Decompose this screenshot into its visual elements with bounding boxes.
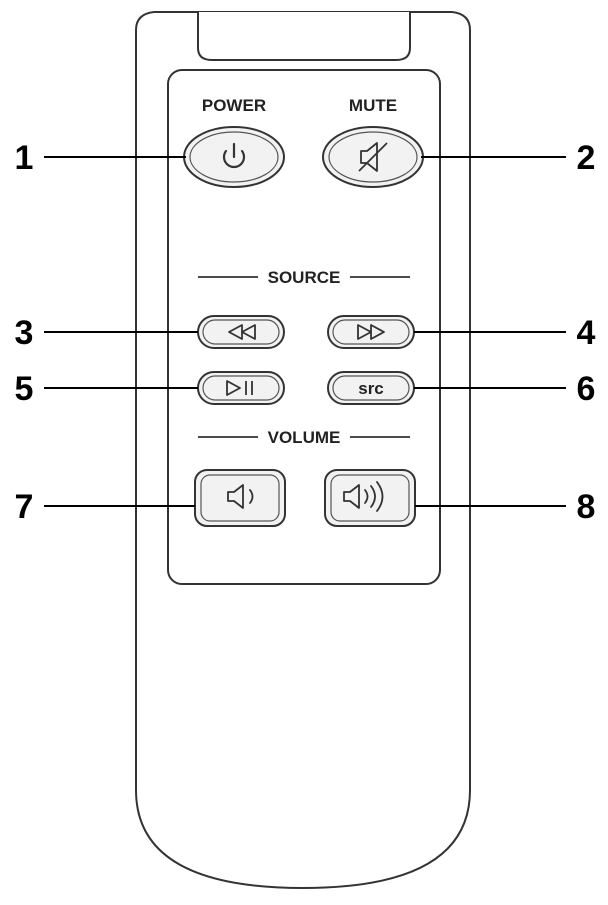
fast-forward-button[interactable] [327,315,415,349]
power-button[interactable] [183,126,285,188]
src-button[interactable]: src [327,371,415,405]
callout-number-7: 7 [15,488,34,526]
fast-forward-icon [357,324,385,340]
rewind-button[interactable] [197,315,285,349]
ir-window [197,12,411,61]
src-button-label: src [358,379,384,398]
volume-down-icon [227,484,254,509]
callout-number-4: 4 [577,314,596,352]
mute-button[interactable] [322,126,424,188]
callout-number-2: 2 [577,139,596,177]
volume-label: VOLUME [268,428,341,447]
play-pause-icon [226,380,253,396]
volume-up-button[interactable] [324,469,416,527]
callout-lines [44,156,566,507]
volume-down-button[interactable] [194,469,286,527]
mute-icon [358,142,388,172]
callout-number-8: 8 [577,488,596,526]
source-section-header: SOURCE [198,268,410,287]
callout-number-3: 3 [15,314,34,352]
source-label: SOURCE [268,268,341,287]
rewind-icon [228,324,256,340]
callout-number-6: 6 [577,370,596,408]
play-pause-button[interactable] [197,371,285,405]
callout-number-5: 5 [15,370,34,408]
button-panel [167,69,441,585]
mute-label: MUTE [349,96,397,115]
volume-up-icon [343,481,384,512]
callout-number-1: 1 [15,139,34,177]
power-label: POWER [202,96,266,115]
volume-section-header: VOLUME [198,428,410,447]
power-icon [222,142,246,169]
